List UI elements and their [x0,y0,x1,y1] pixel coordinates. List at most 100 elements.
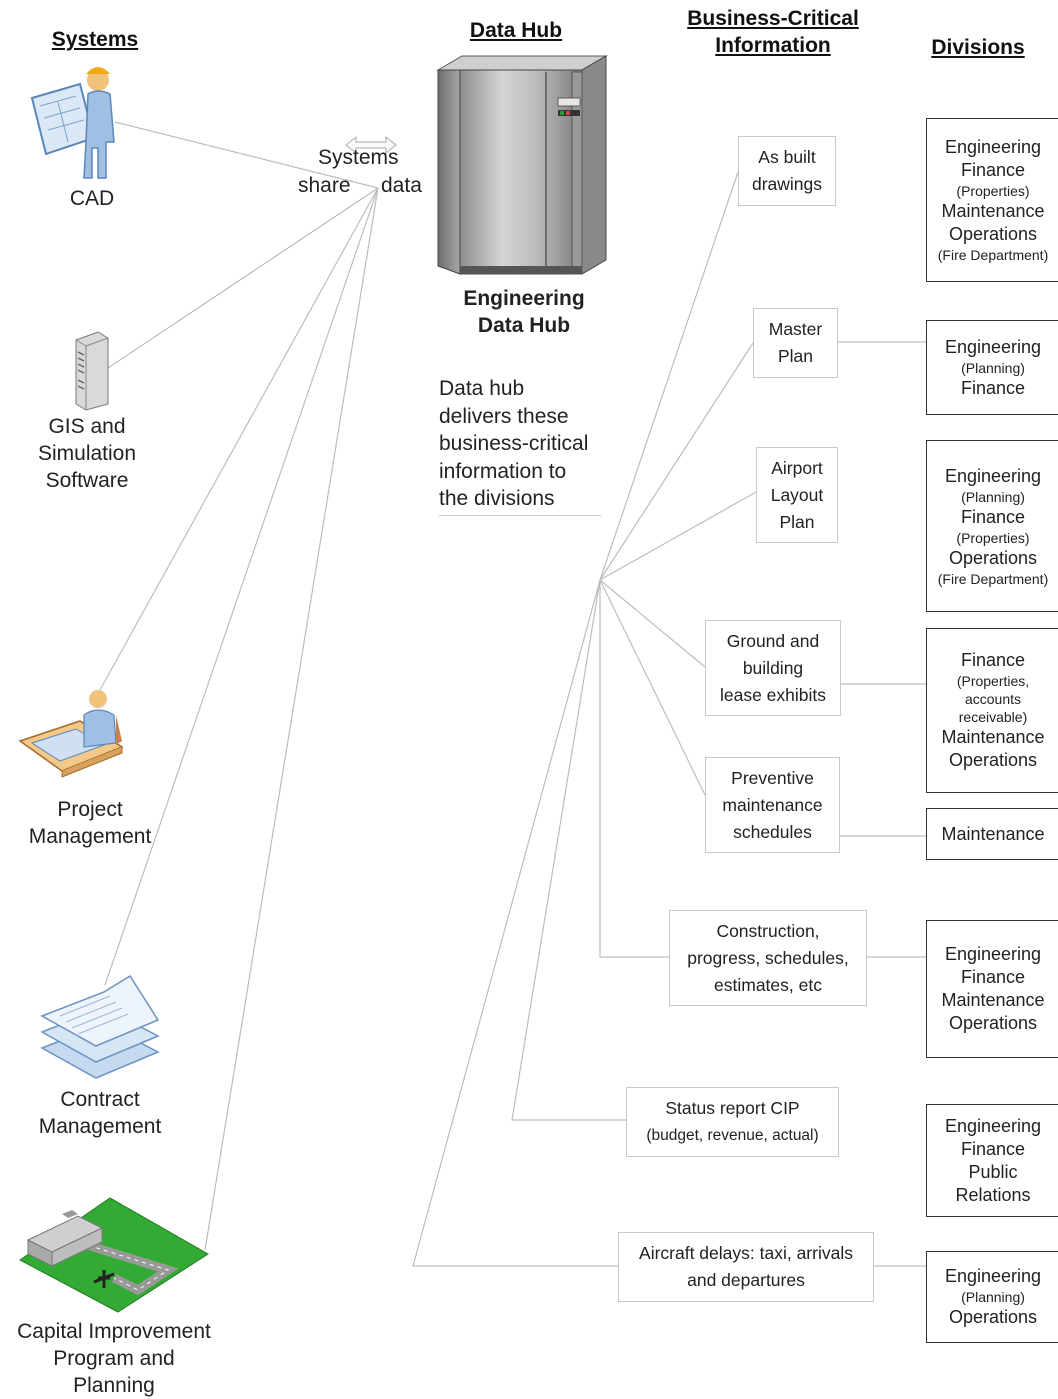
info-box-master-plan: Master Plan [753,308,838,378]
gis-label-line2: Simulation [37,442,137,465]
division-line: Public [968,1161,1018,1182]
pm-label-line2: Management [28,825,152,848]
division-sub-line: (Planning) [961,359,1025,376]
fan-construction [599,580,669,958]
fan-lease [599,579,706,668]
info-line: As built [758,147,816,167]
division-line: Engineering [944,1115,1042,1136]
division-sub-line: (Fire Department) [937,570,1049,587]
info-line: drawings [751,174,823,194]
info-box-preventive-maintenance: Preventive maintenance schedules [705,757,840,853]
division-line: Operations [948,1307,1038,1327]
double-arrow-icon [345,135,397,155]
division-sub-line: (Properties) [956,183,1030,199]
division-sub-line: (Planning) [961,1289,1025,1305]
hub-desc-line5: the divisions [439,487,555,510]
cad-connector [114,121,379,189]
cad-label: CAD [69,187,115,210]
division-box-4: Finance (Properties, accounts receivable… [926,628,1058,793]
division-line: Engineering [944,1266,1042,1286]
info-line: and departures [687,1270,805,1290]
fan-preventive [599,579,706,796]
info-line: Layout [770,484,824,505]
division-line: Operations [948,750,1038,770]
hub-title: Engineering Data Hub [434,285,614,339]
division-line: Operations [948,224,1038,244]
airport-map-icon [19,1197,209,1313]
info-line: Construction, [716,920,820,941]
info-box-aircraft-delays: Aircraft delays: taxi, arrivals and depa… [618,1232,874,1302]
division-sub-line: (Properties) [956,529,1030,546]
info-line: Status report CIP [665,1098,800,1118]
division-line: Finance [960,506,1026,527]
hub-desc-line2: delivers these [439,404,569,428]
division-line: Finance [960,377,1026,398]
division-line: Engineering [944,944,1042,964]
fan-alp [599,491,757,581]
fan-as-built [599,171,739,581]
division-box-7: Engineering Finance Public Relations [926,1104,1058,1217]
info-line: schedules [733,821,812,842]
info-line: (budget, revenue, actual) [646,1127,819,1144]
info-line: Plan [779,511,815,532]
data-hub-header: Data Hub [469,19,563,42]
cip-label-line2: Program and [53,1347,175,1370]
division-line: Maintenance [941,990,1045,1010]
info-box-lease-exhibits: Ground and building lease exhibits [705,620,841,716]
division-sub-line: accounts [964,691,1022,707]
cip-label-line3: Planning [73,1374,155,1397]
system-label-cad: CAD [42,185,142,212]
fan-master-plan [599,342,754,581]
info-line: lease exhibits [719,684,827,705]
server-tower-icon [75,331,109,411]
info-box-airport-layout-plan: Airport Layout Plan [756,447,838,543]
division-line: Maintenance [941,201,1045,221]
division-sub-line: (Planning) [961,488,1025,505]
document-stack-icon [40,974,160,1079]
info-line: progress, schedules, [687,947,849,968]
divisions-header: Divisions [931,36,1025,59]
gis-connector [107,187,379,369]
cad-engineer-icon [30,67,115,179]
hub-desc-line4: information to [439,459,567,483]
contract-label-line1: Contract [60,1088,140,1111]
division-sub-line: receivable) [958,709,1028,725]
division-line: Finance [960,160,1026,180]
project-manager-desk-icon [18,690,124,778]
division-line: Engineering [944,465,1042,486]
info-line: building [742,657,804,678]
division-sub-line: (Fire Department) [937,247,1049,263]
share-label-share: share [298,174,351,197]
division-line: Engineering [944,137,1042,157]
business-critical-header-line1: Business-Critical [687,7,859,30]
business-critical-header: Business-Critical Information [660,5,886,59]
division-line: Finance [960,1138,1026,1159]
info-line: Aircraft delays: taxi, arrivals [639,1243,853,1263]
division-box-1: Engineering Finance (Properties) Mainten… [926,118,1058,282]
hub-desc-line3: business-critical [439,432,589,455]
hub-title-line2: Data Hub [477,314,571,337]
division-line: Finance [960,967,1026,987]
info-line: estimates, etc [714,974,822,995]
system-label-cip: Capital Improvement Program and Planning [2,1318,226,1399]
hub-description: Data hub delivers these business-critica… [439,375,601,516]
division-sub-line: (Properties, [956,673,1030,689]
info-box-status-report: Status report CIP (budget, revenue, actu… [626,1087,839,1157]
hub-desc-line1: Data hub [439,377,525,400]
division-line: Finance [960,650,1026,670]
division-box-6: Engineering Finance Maintenance Operatio… [926,920,1058,1058]
division-box-8: Engineering (Planning) Operations [926,1251,1058,1343]
division-line: Operations [948,547,1038,568]
division-line: Operations [948,1013,1038,1033]
pm-label-line1: Project [57,798,123,821]
cip-label-line1: Capital Improvement [17,1320,211,1343]
systems-header: Systems [51,28,139,51]
share-label-data: data [381,174,422,197]
info-line: Preventive [731,767,814,788]
gis-label-line1: GIS and [48,415,126,438]
system-label-contract-management: Contract Management [25,1086,175,1140]
division-line: Relations [955,1184,1031,1205]
info-line: Plan [777,346,814,366]
system-label-project-management: Project Management [15,796,165,850]
contract-label-line2: Management [38,1115,162,1138]
